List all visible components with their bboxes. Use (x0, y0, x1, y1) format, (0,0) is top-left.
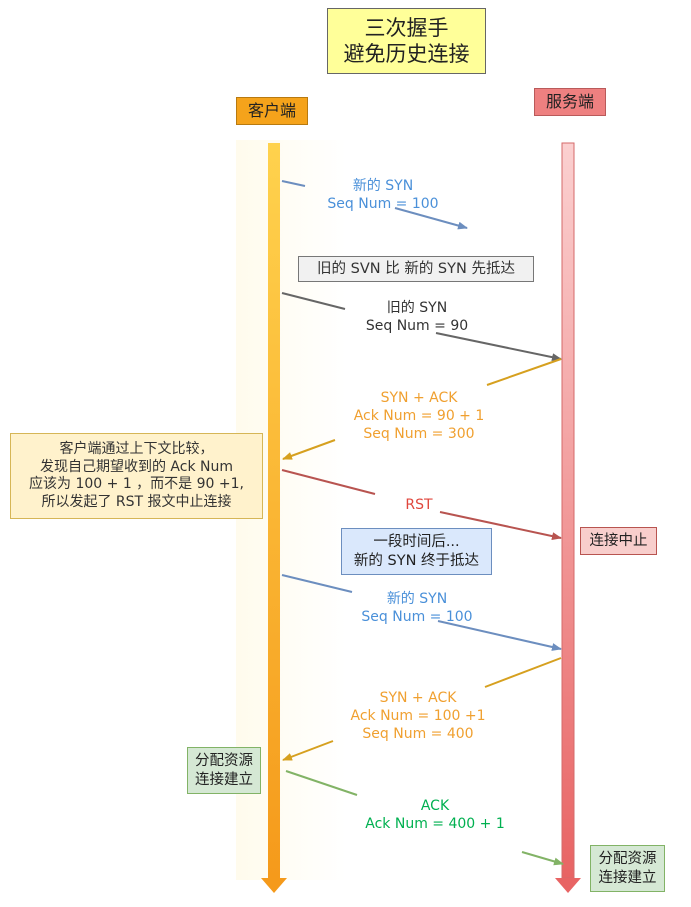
msg-old-syn-label: 旧的 SYN Seq Num = 90 (365, 300, 469, 335)
note-old-syn-first: 旧的 SVN 比 新的 SYN 先抵达 (298, 256, 534, 282)
note-client-check: 客户端通过上下文比较， 发现自己期望收到的 Ack Num 应该为 100 + … (10, 433, 263, 519)
msg-new-syn-1-line (281, 180, 468, 230)
client-actor: 客户端 (236, 97, 308, 125)
msg-new-syn-2-line (281, 574, 562, 651)
msg-rst-line (281, 469, 562, 541)
msg-new-syn-2-label: 新的 SYN Seq Num = 100 (361, 591, 473, 626)
server-actor: 服务端 (534, 88, 606, 116)
msg-ack-line (285, 770, 564, 866)
msg-syn-ack-1-line (282, 358, 562, 460)
msg-old-syn-line (281, 292, 562, 362)
server-lifeline (555, 142, 581, 893)
diagram-title: 三次握手 避免历史连接 (327, 8, 486, 74)
client-lifeline (261, 143, 287, 893)
note-connection-abort: 连接中止 (580, 527, 657, 555)
msg-new-syn-1-label: 新的 SYN Seq Num = 100 (327, 178, 439, 213)
msg-syn-ack-2-line (282, 657, 562, 761)
note-new-syn-arrives: 一段时间后... 新的 SYN 终于抵达 (341, 528, 492, 575)
msg-ack-label: ACK Ack Num = 400 + 1 (365, 798, 505, 833)
msg-rst-label: RST (405, 497, 433, 513)
note-client-established: 分配资源 连接建立 (187, 747, 261, 794)
note-server-established: 分配资源 连接建立 (590, 845, 665, 892)
msg-syn-ack-1-label: SYN + ACK Ack Num = 90 + 1 Seq Num = 300 (353, 390, 485, 443)
msg-syn-ack-2-label: SYN + ACK Ack Num = 100 +1 Seq Num = 400 (350, 690, 486, 743)
